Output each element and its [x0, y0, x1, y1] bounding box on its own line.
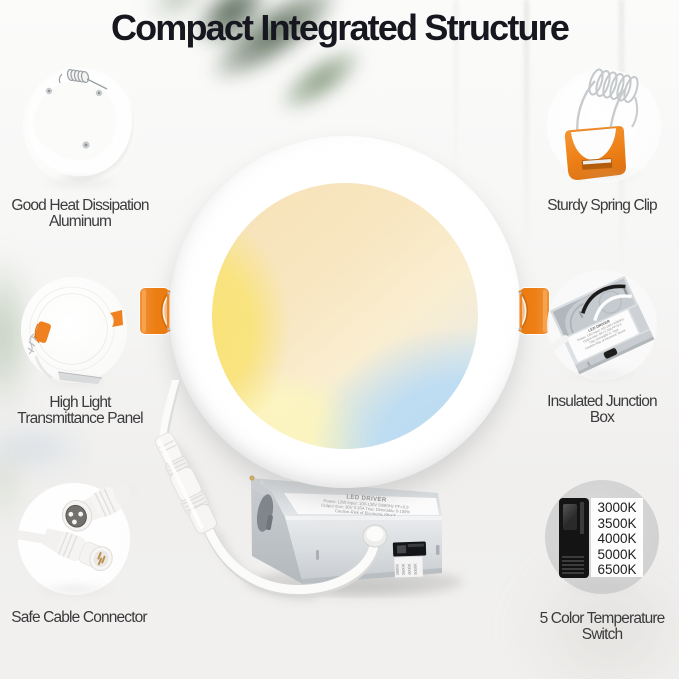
svg-text:Caution-Risk of Electronic Sho: Caution-Risk of Electronic Shock: [335, 508, 397, 518]
svg-text:Power: 12W Input: 100-130V 50: Power: 12W Input: 100-130V 50/60Hz PF>0.…: [323, 498, 409, 510]
svg-text:5000K: 5000K: [412, 563, 417, 575]
svg-text:3000K: 3000K: [395, 563, 400, 575]
svg-text:LED DRIVER: LED DRIVER: [346, 494, 387, 503]
svg-text:3500K: 3500K: [400, 563, 405, 575]
svg-text:4000K: 4000K: [406, 563, 411, 575]
